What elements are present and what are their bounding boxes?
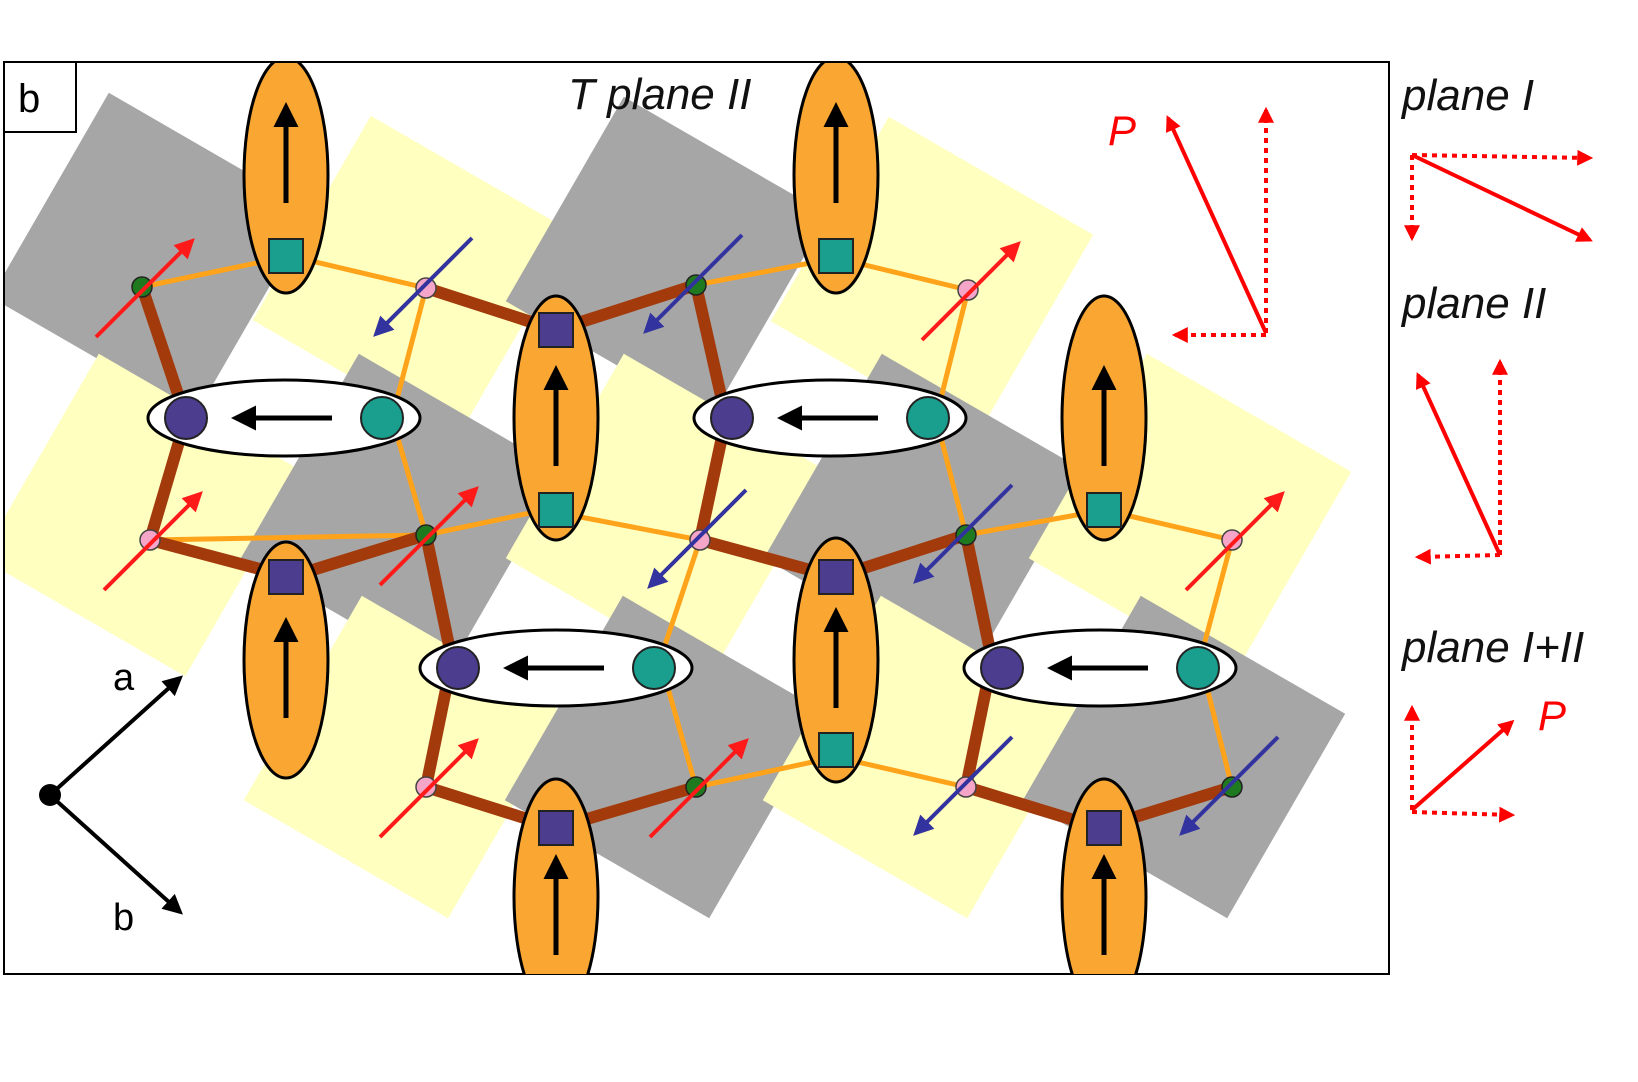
green-site <box>685 776 707 798</box>
axis-b-arrow <box>48 793 183 915</box>
axis-a-label: a <box>113 657 135 699</box>
green-site <box>1221 776 1243 798</box>
teal-circle-site <box>906 396 950 440</box>
white-ellipse-layer <box>146 378 1238 708</box>
orange-ellipse-layer <box>242 63 1148 974</box>
plane-i-ii-dotted-right <box>1411 806 1516 823</box>
plane-i-ii-solid <box>1410 719 1515 812</box>
purple-square-site <box>818 559 854 595</box>
plaquette-gray-1 <box>5 92 314 416</box>
top-right-polarization: P <box>1108 106 1274 343</box>
spin-up-arrow <box>378 738 479 839</box>
plane-i-dotted-right <box>1411 149 1594 166</box>
teal-square-site <box>538 492 574 528</box>
legend-title-plane-i: plane I <box>1400 71 1534 120</box>
teal-circle-site <box>632 646 676 690</box>
teal-square-site <box>1086 492 1122 528</box>
spin-down-arrow <box>643 233 744 334</box>
spin-up-arrow <box>648 738 749 839</box>
purple-square-site <box>538 312 574 348</box>
teal-square-site <box>818 732 854 768</box>
legend: plane I plane II plane I+II P <box>1400 71 1594 823</box>
purple-circle-site <box>164 396 208 440</box>
teal-circle-site <box>1176 646 1220 690</box>
spin-up-arrow <box>94 238 195 339</box>
spin-up-arrow <box>920 241 1021 342</box>
diagram-title: T plane II <box>568 70 751 119</box>
panel-label: b <box>18 77 40 121</box>
teal-circle-site <box>360 396 404 440</box>
thin-bond-7 <box>149 532 427 543</box>
spin-down-arrow <box>647 488 748 589</box>
spin-down-arrow <box>913 735 1014 836</box>
green-site <box>131 276 153 298</box>
spin-arrow-layer <box>94 233 1285 839</box>
pink-site <box>139 529 161 551</box>
spin-up-arrow <box>1184 491 1285 592</box>
spin-down-arrow <box>913 483 1014 584</box>
green-site <box>415 524 437 546</box>
thin-bond-9 <box>1197 539 1235 661</box>
pink-site <box>957 279 979 301</box>
axis-a-arrow <box>48 675 183 797</box>
axis-b-label: b <box>113 897 134 939</box>
teal-square-site <box>818 238 854 274</box>
purple-circle-site <box>436 646 480 690</box>
plane-ii-solid <box>1416 372 1502 556</box>
site-layer <box>131 238 1243 846</box>
thin-bond-10 <box>657 659 967 790</box>
legend-title-plane-i-ii: plane I+II <box>1400 623 1584 672</box>
thin-bond-8 <box>657 539 703 661</box>
spin-down-arrow <box>1179 735 1280 836</box>
pink-site <box>955 776 977 798</box>
purple-square-site <box>268 559 304 595</box>
lattice-axes: ab <box>39 657 183 939</box>
green-site <box>685 274 707 296</box>
plaquette-yellow-2 <box>252 115 576 439</box>
main-panel: ab P b T plane II <box>3 61 1390 975</box>
pink-site <box>1221 529 1243 551</box>
panel-label-box <box>3 61 77 133</box>
spin-up-arrow <box>102 491 203 592</box>
polarization-solid <box>1166 115 1268 334</box>
spin-down-arrow <box>373 236 474 337</box>
polarization-label: P <box>1108 107 1136 154</box>
pink-site <box>689 529 711 551</box>
thin-bond-5 <box>389 417 701 543</box>
plane-ii-dotted-left <box>1414 548 1501 565</box>
legend-title-plane-ii: plane II <box>1400 279 1546 328</box>
thin-bond-6 <box>933 417 1233 543</box>
teal-square-site <box>268 238 304 274</box>
purple-circle-site <box>710 396 754 440</box>
pink-site <box>415 277 437 299</box>
legend-p-label: P <box>1538 692 1566 739</box>
plane-i-solid <box>1411 153 1593 242</box>
pink-site <box>415 776 437 798</box>
spin-up-arrow <box>378 486 479 587</box>
purple-square-site <box>1086 810 1122 846</box>
purple-circle-site <box>980 646 1024 690</box>
green-site <box>955 524 977 546</box>
purple-square-site <box>538 810 574 846</box>
